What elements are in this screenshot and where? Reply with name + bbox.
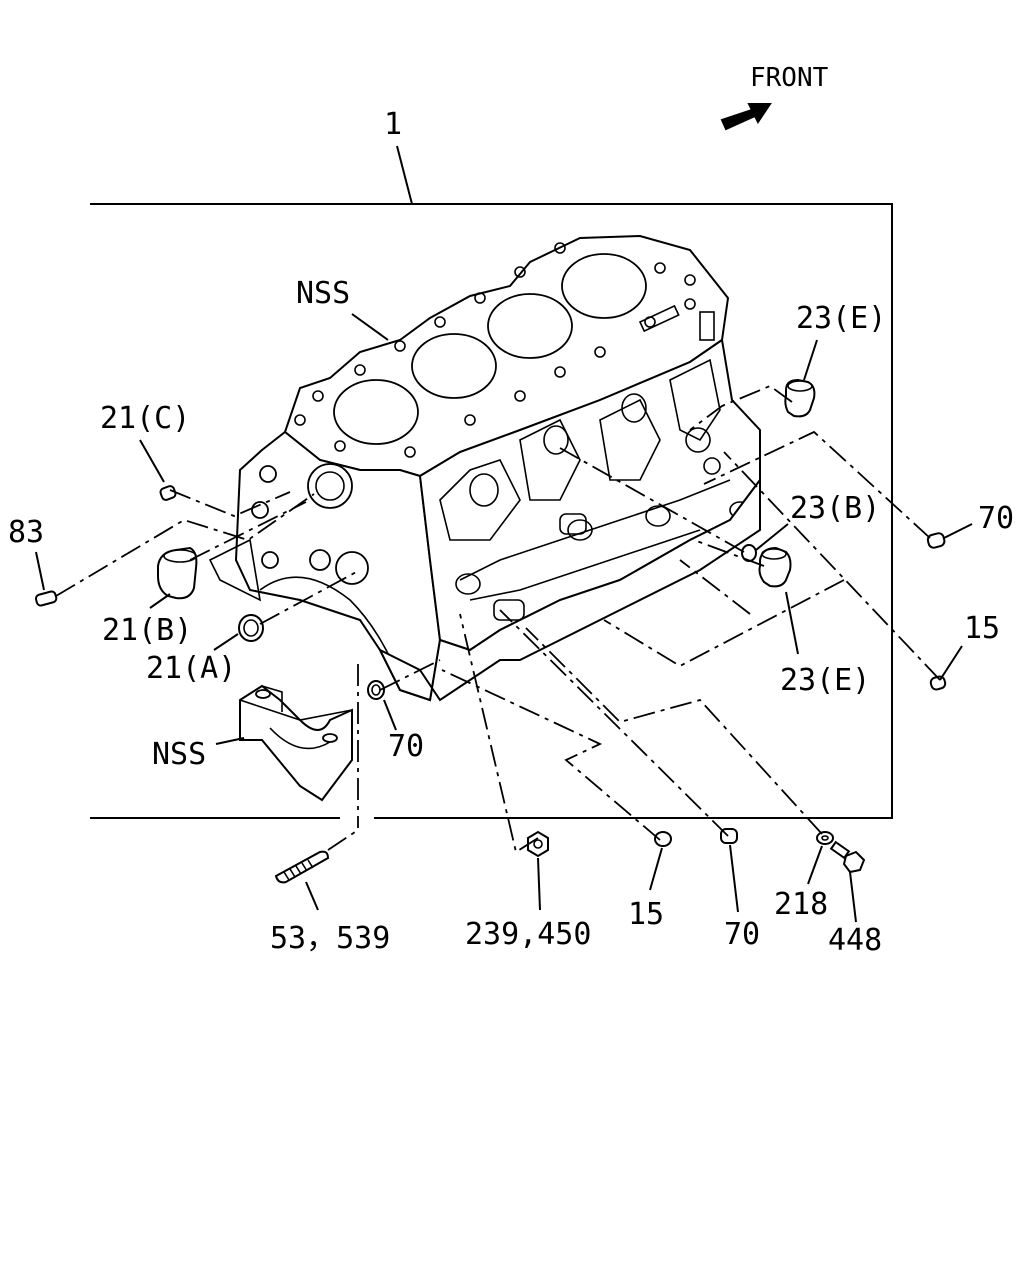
- washer-218: [816, 831, 834, 845]
- label-218: 218: [774, 887, 828, 922]
- label-448: 448: [828, 923, 882, 958]
- label-70-right: 70: [978, 501, 1014, 536]
- front-bore: [307, 463, 353, 509]
- label-21b: 21(B): [102, 613, 192, 648]
- front-arrow-icon: [720, 103, 772, 131]
- front-direction-label: FRONT: [750, 63, 829, 93]
- cylinder-bore: [487, 293, 573, 359]
- bolt-448: [829, 840, 866, 874]
- label-53-539: 53，539: [270, 921, 390, 956]
- leader-lines: [35, 313, 973, 923]
- nut-239-450: [527, 830, 549, 858]
- label-83: 83: [8, 515, 44, 550]
- block-skirt: [377, 477, 761, 702]
- label-15-bottom: 15: [628, 897, 664, 932]
- assembly-frame: [90, 203, 893, 819]
- label-239-450: 239,450: [465, 917, 591, 952]
- label-23e-top: 23(E): [796, 301, 886, 336]
- bushing-21b: [157, 546, 198, 600]
- label-nss-gasket: NSS: [296, 276, 350, 311]
- label-21a: 21(A): [146, 651, 236, 686]
- plug-21a: [238, 614, 264, 642]
- cylinder-bore: [333, 379, 419, 445]
- label-70-bottom: 70: [724, 917, 760, 952]
- main-bearing-cap: [239, 684, 353, 802]
- assembly-leader-line: [396, 145, 413, 205]
- plug-21c: [159, 485, 177, 501]
- assembly-number-label: 1: [384, 107, 402, 142]
- label-nss-cap: NSS: [152, 737, 206, 772]
- stud-53-539: [274, 850, 330, 884]
- label-23e-bottom: 23(E): [780, 663, 870, 698]
- part-labels: NSS 21(C) 83 21(B) 21(A) 23(E) 23(B) 70 …: [8, 276, 1014, 958]
- label-15-right: 15: [964, 611, 1000, 646]
- label-70-left: 70: [388, 729, 424, 764]
- cylinder-bore: [411, 333, 497, 399]
- label-23b: 23(B): [790, 491, 880, 526]
- label-21c: 21(C): [100, 401, 190, 436]
- cylinder-block: [208, 234, 761, 702]
- cup-plug-23e-top: [784, 378, 816, 418]
- plug-15-bottom: [654, 831, 672, 847]
- dowel-pin-83: [34, 590, 58, 607]
- cup-plug-23e-bottom: [758, 546, 792, 588]
- cylinder-bore: [561, 253, 647, 319]
- plug-70-right: [926, 532, 946, 549]
- plug-70-left: [367, 680, 385, 700]
